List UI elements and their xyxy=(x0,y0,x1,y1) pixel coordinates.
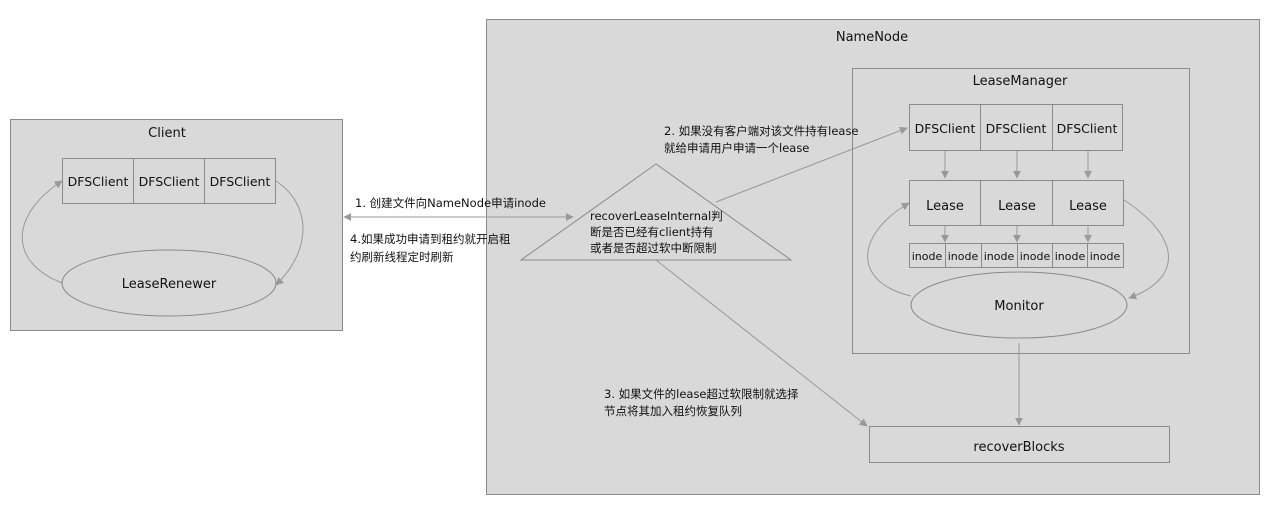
annotation-step2-line2: 就给申请用户申请一个lease xyxy=(664,141,809,155)
inode-6 xyxy=(1087,243,1124,268)
annotation-step4-line2: 约刷新线程定时刷新 xyxy=(350,250,454,264)
lease-3 xyxy=(1052,180,1124,226)
recover-lease-line2: 断是否已经有client持有 xyxy=(590,225,714,239)
client-title: Client xyxy=(148,126,186,141)
client-dfsclient-2 xyxy=(133,158,205,204)
recover-blocks-box xyxy=(869,426,1170,463)
lease-1 xyxy=(909,180,981,226)
client-dfsclient-label-1: DFSClient xyxy=(68,174,129,189)
monitor xyxy=(910,271,1128,339)
monitor-loop-arrow-left xyxy=(867,202,912,297)
inode-5 xyxy=(1052,243,1088,268)
client-dfsclient-1 xyxy=(62,158,134,204)
arrow-triangle-leasemanager xyxy=(715,126,908,203)
inode-label-1: inode xyxy=(912,250,943,263)
client-loop-arrow-left xyxy=(21,180,63,284)
annotation-step4-line1: 4.如果成功申请到租约就开启租 xyxy=(350,232,511,246)
inode-label-4: inode xyxy=(1020,250,1051,263)
annotation-step3-line1: 3. 如果文件的lease超过软限制就选择 xyxy=(604,387,799,401)
inode-1 xyxy=(909,243,946,268)
client-loop-arrow-right xyxy=(275,180,304,286)
recover-lease-line3: 或者是否超过软中断限制 xyxy=(590,241,717,255)
annotation-step2-line1: 2. 如果没有客户端对该文件持有lease xyxy=(664,124,859,138)
annotation-step1: 1. 创建文件向NameNode申请inode xyxy=(355,196,546,210)
lease-manager-title: LeaseManager xyxy=(973,74,1068,89)
lm-dfsclient-label-2: DFSClient xyxy=(986,121,1047,136)
recover-blocks-label: recoverBlocks xyxy=(973,440,1064,455)
annotation-step3-line2: 节点将其加入租约恢复队列 xyxy=(604,404,742,418)
lm-dfsclient-3 xyxy=(1052,104,1123,151)
inode-label-6: inode xyxy=(1090,250,1121,263)
lease-2 xyxy=(980,180,1053,226)
client-dfsclient-label-2: DFSClient xyxy=(139,174,200,189)
inode-2 xyxy=(945,243,982,268)
lease-renewer-label: LeaseRenewer xyxy=(122,277,217,292)
inode-label-5: inode xyxy=(1055,250,1086,263)
recover-lease-line1: recoverLeaseInternal判 xyxy=(590,209,723,223)
lease-label-1: Lease xyxy=(926,199,964,214)
lm-dfsclient-label-1: DFSClient xyxy=(915,121,976,136)
inode-label-2: inode xyxy=(948,250,979,263)
monitor-label: Monitor xyxy=(994,299,1044,314)
inode-label-3: inode xyxy=(984,250,1015,263)
lease-label-2: Lease xyxy=(998,199,1036,214)
lm-dfsclient-label-3: DFSClient xyxy=(1057,121,1118,136)
monitor-loop-arrow-right xyxy=(1123,199,1169,300)
lease-label-3: Lease xyxy=(1069,199,1107,214)
arrow-triangle-recover-blocks xyxy=(655,259,868,427)
client-dfsclient-label-3: DFSClient xyxy=(210,174,271,189)
client-dfsclient-3 xyxy=(204,158,276,204)
namenode-title: NameNode xyxy=(836,30,908,45)
inode-4 xyxy=(1017,243,1053,268)
